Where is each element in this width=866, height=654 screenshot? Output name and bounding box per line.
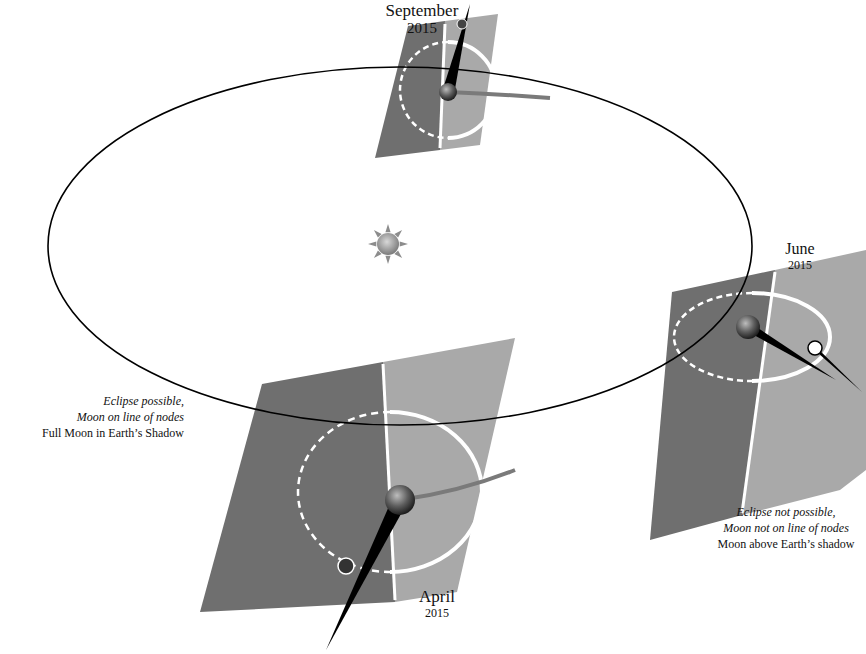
sun-ray bbox=[368, 241, 376, 246]
earth bbox=[736, 315, 760, 339]
line-of-nodes bbox=[383, 364, 395, 600]
earth bbox=[439, 83, 457, 101]
plane-light-half bbox=[383, 338, 515, 602]
orbit-path-band bbox=[448, 92, 550, 98]
label-text: 2015 bbox=[407, 20, 437, 37]
sun-ray bbox=[385, 224, 390, 232]
label-text: Moon above Earth’s shadow bbox=[718, 538, 855, 552]
sun-disc bbox=[377, 233, 399, 255]
september-plane bbox=[375, 14, 498, 158]
label-text: 2015 bbox=[788, 259, 812, 273]
label-text: September bbox=[386, 1, 459, 21]
label-text: Moon not on line of nodes bbox=[723, 522, 849, 536]
orbit-path-band bbox=[400, 470, 515, 500]
label-text: Eclipse not possible, bbox=[737, 506, 836, 520]
label-text: Full Moon in Earth’s Shadow bbox=[42, 427, 184, 441]
moon bbox=[338, 558, 354, 574]
label-text: 2015 bbox=[425, 607, 449, 621]
sun-ray bbox=[385, 256, 390, 264]
earth-shadow-cone bbox=[326, 497, 407, 650]
sun-ray bbox=[400, 241, 408, 246]
june-plane bbox=[650, 250, 866, 540]
plane-light-half bbox=[742, 250, 866, 515]
label-text: Eclipse possible, bbox=[103, 395, 184, 409]
moon bbox=[457, 19, 467, 29]
sun bbox=[368, 224, 408, 264]
moon bbox=[808, 341, 822, 355]
earth bbox=[385, 485, 415, 515]
moon-orbit-dashed bbox=[674, 293, 752, 381]
label-text: April bbox=[419, 587, 455, 607]
april-plane bbox=[200, 338, 515, 612]
earth-orbit bbox=[48, 67, 752, 425]
label-text: June bbox=[785, 240, 814, 258]
label-text: Moon on line of nodes bbox=[77, 411, 184, 425]
line-of-nodes bbox=[742, 272, 775, 513]
plane-dark-half bbox=[375, 21, 445, 158]
